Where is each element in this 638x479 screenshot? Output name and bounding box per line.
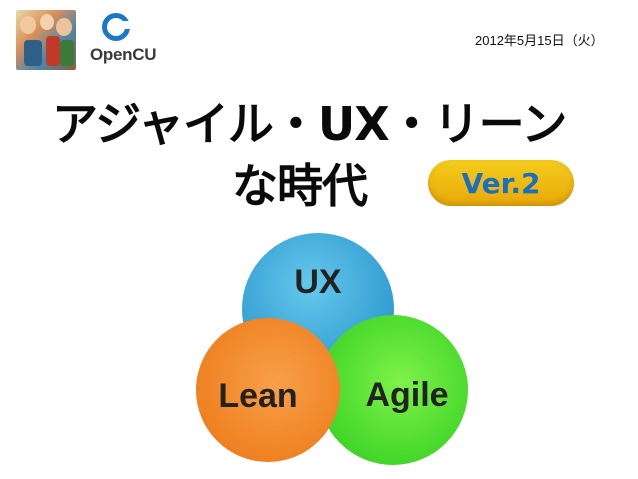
presentation-date: 2012年5月15日（火） <box>475 33 604 48</box>
venn-circle-lean: Lean <box>196 318 340 462</box>
opencu-logo-icon <box>102 13 131 41</box>
venn-label-agile: Agile <box>365 375 449 414</box>
venn-label-lean: Lean <box>218 376 298 415</box>
opencu-logo-text: OpenCU <box>90 45 157 64</box>
slide-title-line-2: な時代 <box>232 159 368 213</box>
venn-circle-agile: Agile <box>318 315 468 465</box>
slide-title-line-1: アジャイル・UX・リーン <box>52 97 567 151</box>
venn-label-ux: UX <box>294 263 342 301</box>
cartoon-illustration <box>16 10 76 70</box>
version-badge: Ver.2 <box>428 160 574 206</box>
